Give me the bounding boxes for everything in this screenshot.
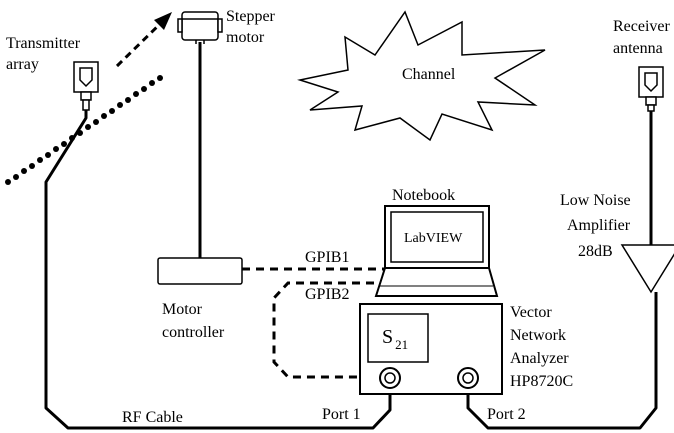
notebook-label: Notebook (392, 187, 455, 204)
stepper-label-line1: Stepper (226, 8, 276, 25)
lna-label-line1: Low Noise (560, 192, 631, 209)
receiver-antenna-icon (638, 66, 664, 112)
port1-connector (379, 367, 401, 389)
gpib-links (242, 267, 385, 379)
gpib2-label: GPIB2 (305, 286, 349, 303)
transmitter-label-line2: array (6, 56, 39, 73)
rf-cable-left (44, 110, 392, 430)
stepper-motor-icon (177, 11, 223, 44)
vna-label-line4: HP8720C (510, 373, 573, 390)
rf-cable-label: RF Cable (122, 409, 183, 426)
motor-controller-label-line1: Motor (162, 301, 203, 318)
motor-controller-box (157, 257, 243, 285)
transmitter-label-line1: Transmitter (6, 35, 81, 52)
port1-label: Port 1 (322, 406, 361, 423)
transmitter-antenna-icon (73, 61, 99, 111)
port2-connector (457, 367, 479, 389)
channel-label: Channel (402, 66, 456, 83)
channel-cloud-icon (297, 10, 546, 142)
notebook-icon (374, 205, 499, 297)
vna-label-line2: Network (510, 327, 566, 344)
motion-arrow (115, 12, 172, 68)
stepper-label-line2: motor (226, 29, 265, 46)
labview-label: LabVIEW (404, 231, 463, 246)
rf-cable-right (466, 110, 658, 430)
lna-label-line3: 28dB (578, 243, 613, 260)
vna-label-line1: Vector (510, 304, 552, 321)
vna-label-line3: Analyzer (510, 350, 569, 367)
gpib1-label: GPIB1 (305, 249, 349, 266)
receiver-label-line2: antenna (613, 40, 663, 57)
motor-controller-label-line2: controller (162, 324, 225, 341)
lna-label-line2: Amplifier (567, 217, 631, 234)
transmitter-track (5, 75, 163, 185)
amplifier-triangle-icon (620, 244, 674, 294)
port2-label: Port 2 (487, 406, 526, 423)
receiver-label-line1: Receiver (613, 18, 671, 35)
